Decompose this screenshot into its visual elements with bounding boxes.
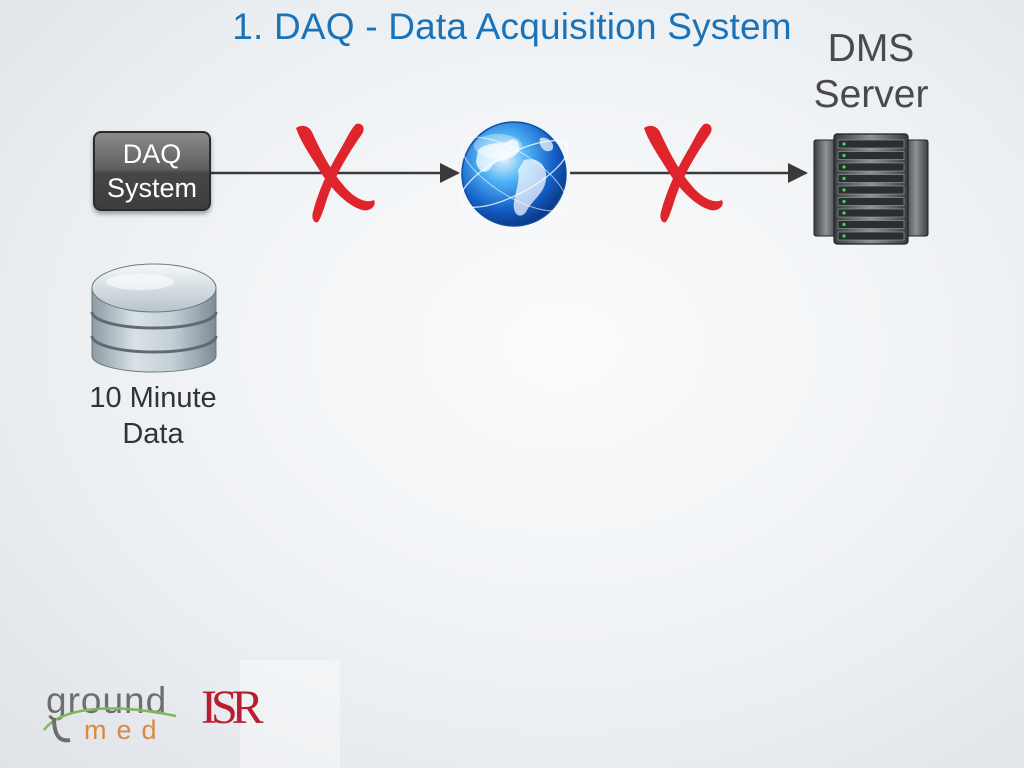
internet-globe-icon — [459, 121, 569, 227]
dms-server-label-line2: Server — [813, 73, 929, 116]
server-rack-slot — [837, 162, 905, 172]
server-led-icon — [842, 153, 846, 158]
server-rack-slot — [837, 197, 905, 206]
server-led-icon — [842, 222, 846, 227]
daq-system-label-line2: System — [106, 173, 198, 203]
server-led-icon — [842, 199, 846, 204]
broken-connection-icon-2 — [644, 123, 723, 223]
broken-connection-icon-1 — [296, 123, 375, 223]
server-rack-slot — [837, 185, 905, 195]
isr-logo: ISR — [201, 681, 264, 734]
daq-system-node: DAQ System — [93, 131, 211, 211]
database-icon — [90, 263, 218, 373]
server-rack-slot — [837, 174, 905, 183]
server-led-icon — [842, 142, 846, 146]
server-rack-slot — [837, 151, 905, 160]
dms-server-label-line1: DMS — [827, 27, 915, 70]
slide-title: 1. DAQ - Data Acquisition System — [232, 6, 792, 47]
groundmed-logo-med: med — [84, 715, 167, 745]
server-led-icon — [842, 176, 846, 181]
database-label-line1: 10 Minute — [89, 382, 217, 414]
server-led-icon — [842, 188, 846, 192]
database-label-line2: Data — [122, 418, 184, 450]
server-rack-slot — [837, 208, 905, 218]
daq-system-label-line1: DAQ — [122, 139, 182, 169]
server-rack-icon — [813, 133, 929, 245]
server-led-icon — [842, 211, 846, 215]
server-rack-slot — [837, 220, 905, 229]
dms-server-label: DMS Server — [800, 26, 942, 118]
server-rack-units — [837, 139, 905, 241]
database-label: 10 Minute Data — [60, 380, 246, 452]
logo-background-panel — [240, 660, 340, 768]
server-rack-slot — [837, 231, 905, 241]
server-led-icon — [842, 234, 846, 238]
server-led-icon — [842, 165, 846, 169]
server-rack-slot — [837, 139, 905, 149]
